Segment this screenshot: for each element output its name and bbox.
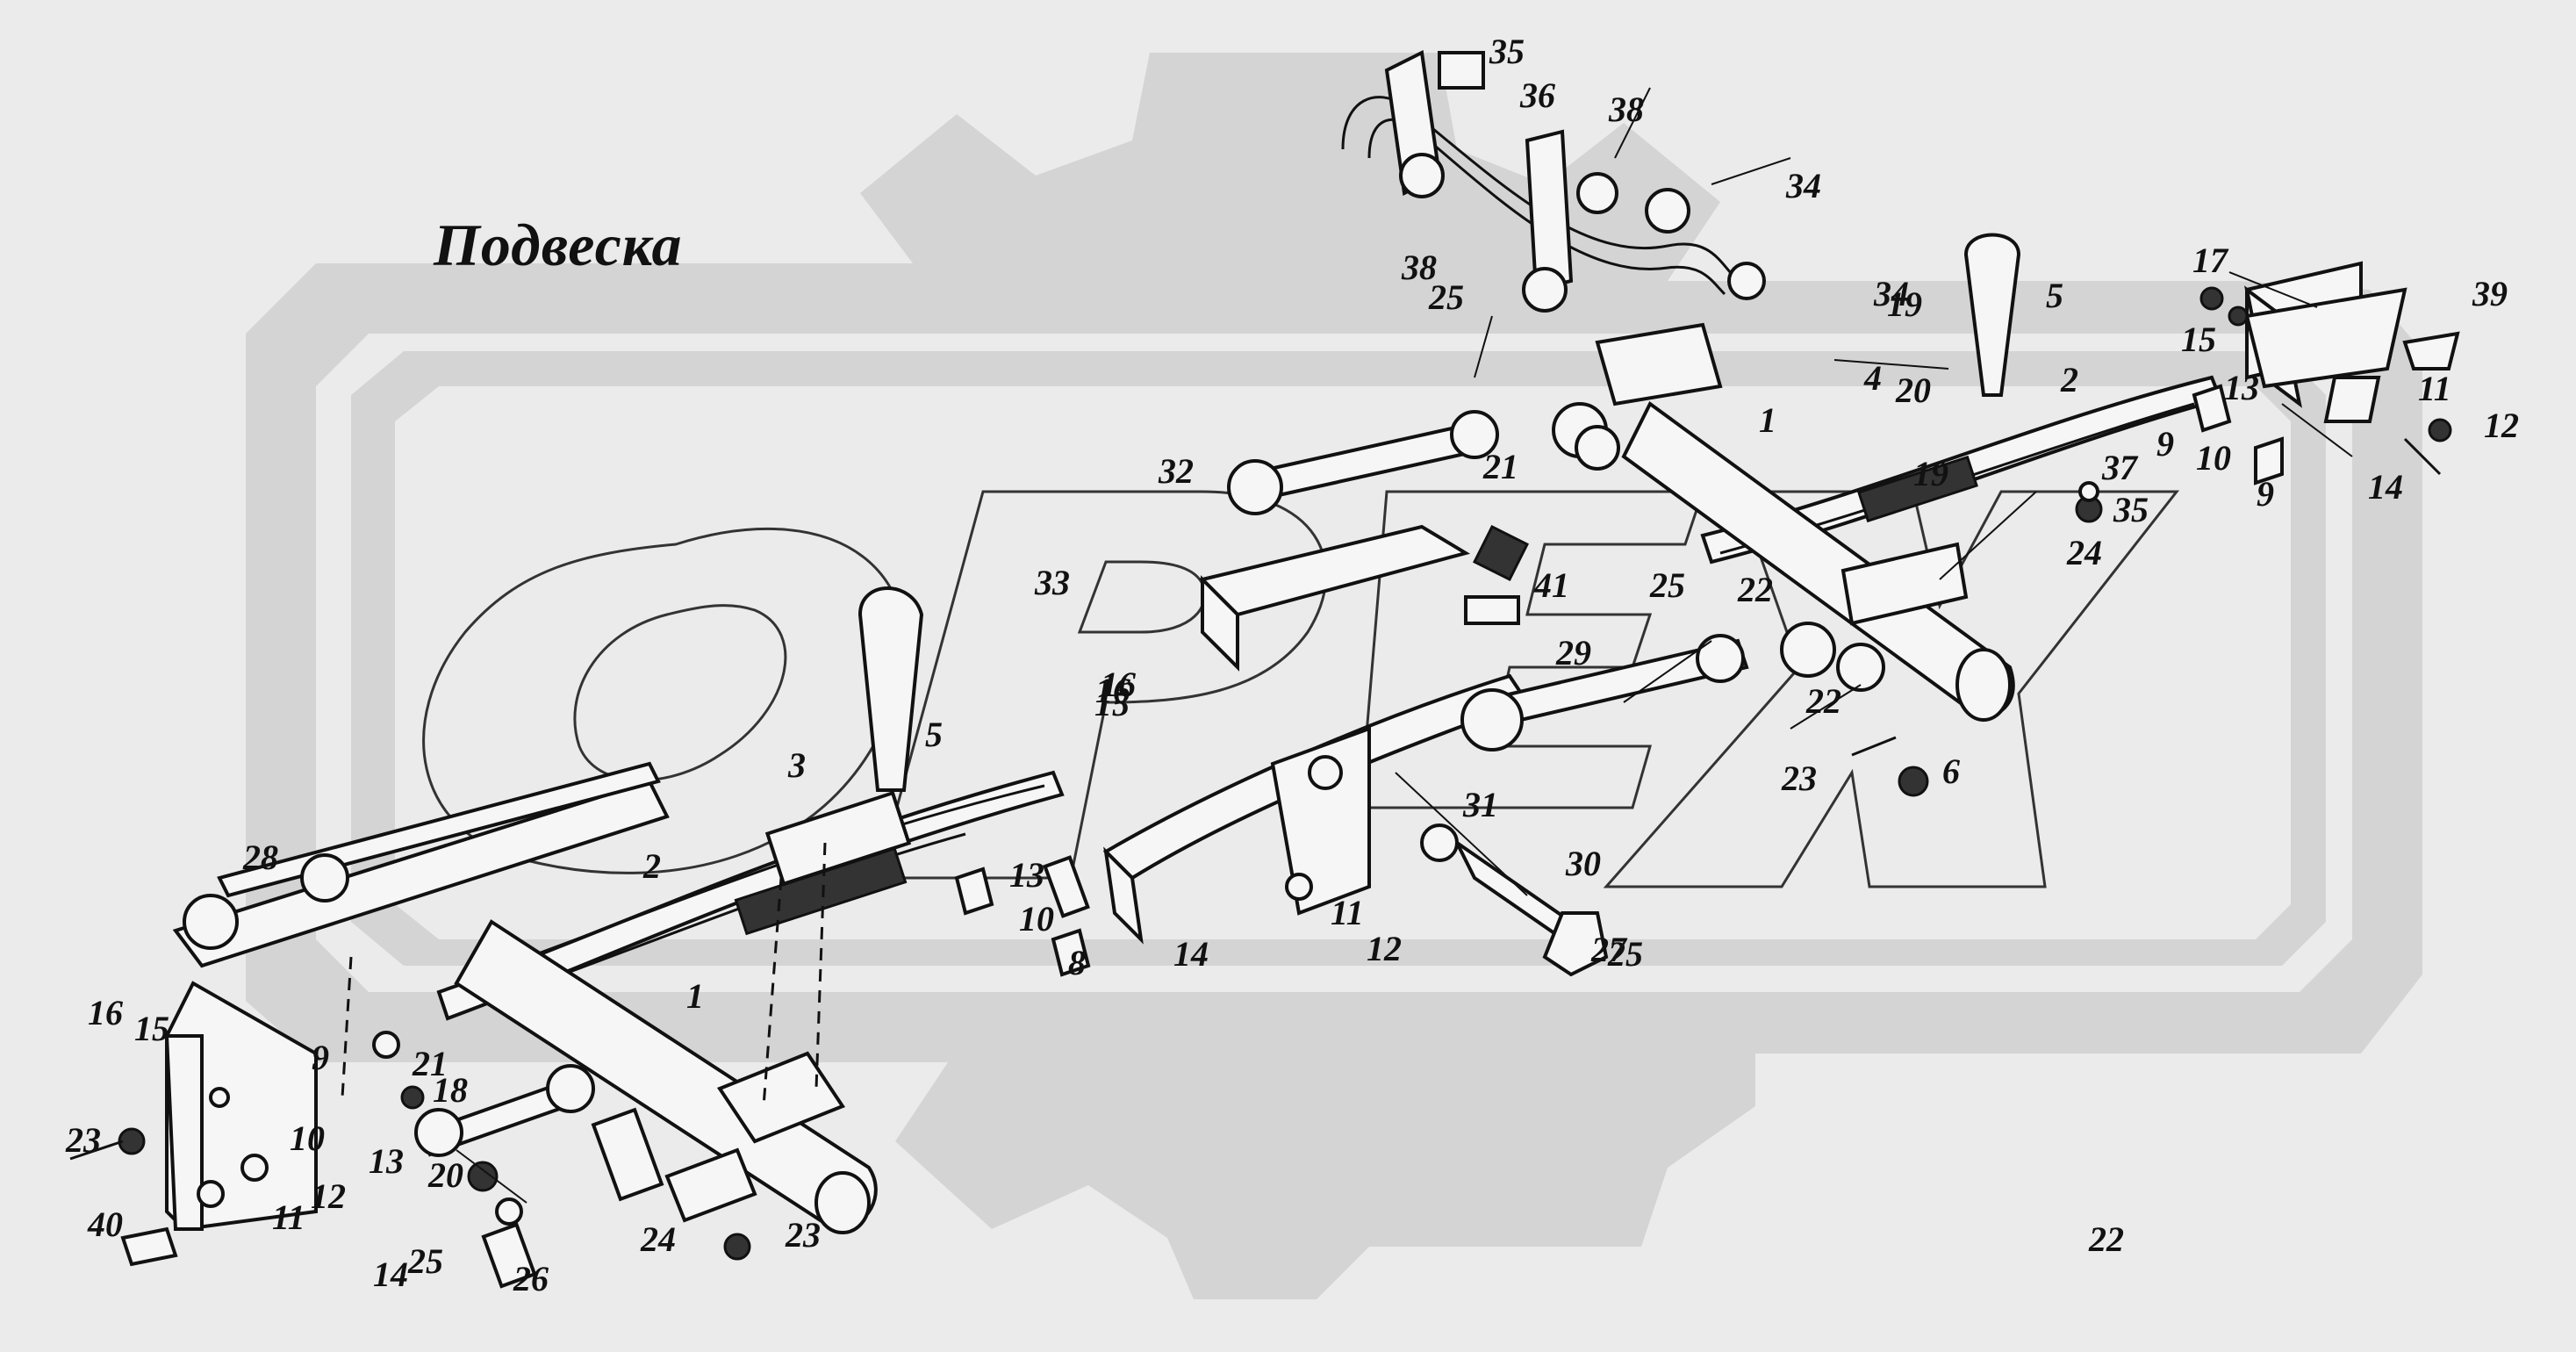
callout-label: 24 (2066, 533, 2102, 572)
callout-label: 1 (686, 976, 704, 1016)
callout-label: 10 (290, 1118, 325, 1158)
callout-label: 19 (1913, 454, 1948, 493)
callout-label: 13 (1009, 855, 1044, 895)
callout-label: 24 (640, 1219, 676, 1259)
page-title: Подвеска (434, 212, 683, 278)
upper-rod (1227, 410, 1499, 515)
callout-label: 16 (88, 993, 123, 1032)
right-hardware (1851, 286, 2460, 797)
callout-label: 25 (1428, 277, 1464, 317)
callout-label: 15 (2181, 320, 2216, 359)
callout-label: 11 (272, 1197, 305, 1237)
callout-label: 23 (65, 1120, 101, 1160)
callout-label: 28 (242, 838, 278, 877)
callout-label: 13 (2224, 368, 2259, 407)
right-axle (1552, 322, 2015, 723)
callout-label: 11 (2418, 369, 2451, 408)
callout-label: 9 (312, 1038, 329, 1077)
callout-label: 37 (2101, 448, 2139, 487)
callout-label: 2 (642, 846, 661, 886)
callout-label: 26 (513, 1259, 549, 1298)
callout-label: 16 (1095, 671, 1130, 710)
callout-label: 12 (1367, 929, 1402, 968)
callout-label: 40 (87, 1205, 123, 1244)
callout-label: 25 (407, 1241, 443, 1281)
left-hardware (69, 855, 1091, 1289)
callout-label: 1 (1759, 400, 1776, 440)
callout-label: 33 (1034, 563, 1070, 602)
callout-label: 23 (785, 1215, 821, 1255)
callout-label: 22 (1737, 570, 1773, 609)
callout-label: 15 (134, 1009, 169, 1048)
callout-label: 34 (1785, 166, 1821, 205)
callout-label: 14 (1173, 934, 1209, 974)
callout-label: 20 (427, 1155, 463, 1195)
callout-label: 4 (1863, 358, 1882, 398)
callout-label: 35 (1489, 32, 1525, 71)
callout-labels: 1 1 2 2 3 4 5 5 6 8 9 9 9 10 10 10 11 11… (65, 32, 2519, 1298)
callout-label: 14 (2368, 467, 2403, 507)
callout-label: 9 (2257, 474, 2274, 514)
callout-label: 38 (1401, 248, 1437, 287)
callout-label: 12 (2484, 406, 2519, 445)
callout-label: 27 (1590, 930, 1628, 969)
callout-label: 36 (1519, 76, 1555, 115)
left-axle (183, 853, 878, 1234)
callout-label: 22 (2088, 1219, 2124, 1259)
callout-label: 11 (1331, 893, 1364, 932)
callout-label: 23 (1781, 759, 1817, 798)
callout-label: 8 (1068, 943, 1086, 982)
callout-label: 25 (1607, 934, 1643, 974)
callout-label: 19 (1887, 284, 1922, 324)
callout-label: 13 (369, 1141, 404, 1181)
callout-label: 30 (1565, 844, 1601, 883)
callout-label: 3 (787, 745, 806, 785)
callout-label: 34 (1873, 274, 1909, 313)
callout-label: 20 (1895, 370, 1931, 410)
right-frame (2244, 261, 2407, 423)
callout-label: 17 (2192, 241, 2229, 280)
callout-label: 18 (433, 1070, 468, 1110)
callout-label: 14 (373, 1255, 408, 1294)
callout-label: 25 (1649, 565, 1685, 605)
center-bracket (1102, 524, 1749, 945)
callout-label: 31 (1462, 785, 1498, 824)
left-front-rod (414, 1064, 595, 1157)
leader-lines (341, 87, 2353, 1204)
callout-label: 39 (2472, 274, 2508, 313)
callout-label: 35 (2113, 490, 2149, 529)
callout-label: 15 (1094, 684, 1130, 723)
callout-label: 38 (1608, 90, 1644, 129)
callout-label: 32 (1158, 451, 1194, 491)
center-pin (1420, 524, 1609, 977)
callout-label: 21 (1482, 447, 1518, 486)
callout-label: 5 (925, 715, 943, 754)
callout-label: 22 (1805, 681, 1841, 721)
stabilizer-bar (1341, 49, 1766, 313)
callout-label: 5 (2046, 276, 2063, 315)
callout-label: 29 (1555, 633, 1591, 672)
callout-label: 16 (1101, 665, 1136, 704)
callout-label: 41 (1533, 565, 1569, 605)
right-leaf-spring (1700, 233, 2223, 565)
callout-label: 9 (2156, 424, 2174, 464)
callout-label: 12 (311, 1176, 346, 1216)
callout-label: 6 (1942, 752, 1960, 791)
callout-label: 2 (2060, 360, 2078, 399)
callout-label: 10 (2196, 438, 2231, 478)
callout-label: 10 (1019, 899, 1054, 938)
callout-label: 21 (412, 1044, 448, 1083)
